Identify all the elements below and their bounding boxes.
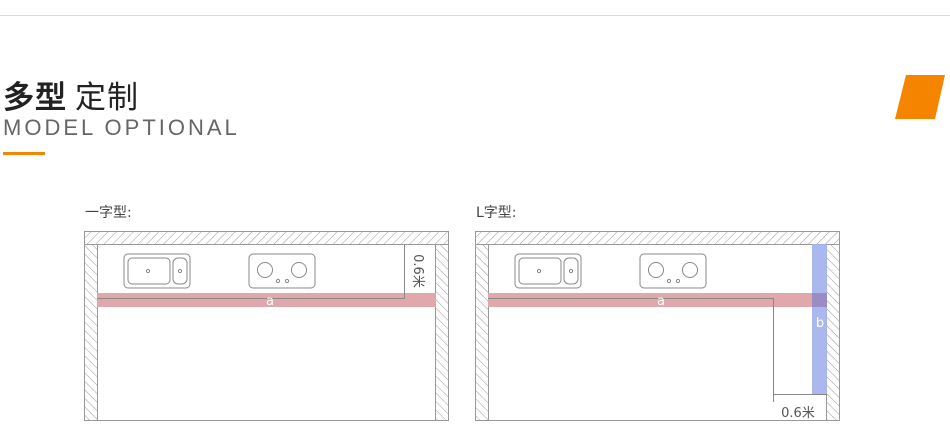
segment-a-band <box>488 293 827 307</box>
left-wall <box>475 244 489 421</box>
segment-b-band <box>812 244 827 394</box>
title-bold: 多型 <box>3 80 67 116</box>
left-wall <box>84 244 98 421</box>
top-wall <box>84 231 449 245</box>
dimension-label: 0.6米 <box>781 406 815 421</box>
top-wall <box>475 231 840 245</box>
segment-a-label: a <box>657 294 665 309</box>
segment-a-label: a <box>266 294 274 309</box>
accent-underline <box>3 152 45 155</box>
diagram-label: L字型: <box>476 205 517 221</box>
diagram-l-shape: L字型: a b 0.6米 <box>475 205 840 421</box>
title-light: 定制 <box>75 80 139 116</box>
dimension-label: 0.6米 <box>410 254 425 288</box>
page-title: 多型定制 <box>3 72 139 117</box>
right-wall <box>826 244 840 421</box>
right-wall <box>435 244 449 421</box>
page-subtitle: MODEL OPTIONAL <box>3 115 240 140</box>
diagram-straight: 一字型: a 0.6米 <box>84 205 449 421</box>
overlap-band <box>812 293 827 307</box>
diagram-label: 一字型: <box>85 205 132 221</box>
segment-a-band <box>97 293 436 307</box>
sink-and-stove-icon <box>123 253 316 289</box>
top-divider <box>0 15 950 16</box>
segment-b-label: b <box>816 316 824 331</box>
sink-and-stove-icon <box>514 253 707 289</box>
orange-parallelogram-icon <box>895 75 945 119</box>
